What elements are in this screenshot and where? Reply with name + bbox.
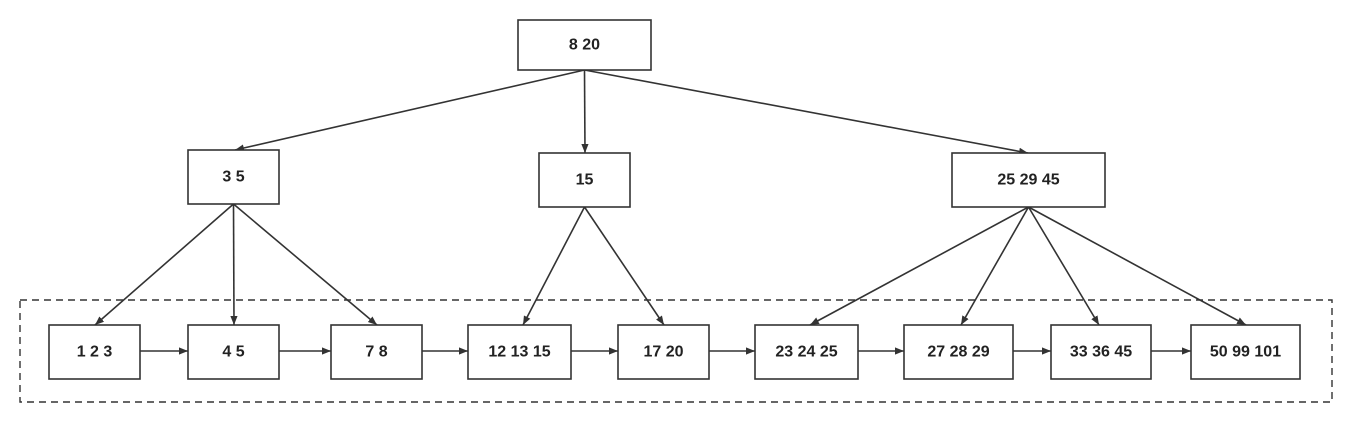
leaf-node-23-24-25-box (754, 324, 859, 380)
leaf-node-27-28-29-box (903, 324, 1014, 380)
tree-edge-n35-to-l45 (230, 203, 238, 326)
internal-node-25-29-45-label: 25 29 45 (997, 172, 1059, 189)
edges-layer (94, 69, 1247, 326)
leaf-node-27-28-29: 27 28 29 (903, 324, 1014, 380)
leaf-node-1-2-3-label: 1 2 3 (77, 344, 113, 361)
tree-edge-n15-to-l121315 (522, 206, 586, 326)
leaf-node-50-99-101: 50 99 101 (1190, 324, 1301, 380)
leaf-node-4-5: 4 5 (187, 324, 280, 380)
leaf-node-33-36-45: 33 36 45 (1050, 324, 1152, 380)
leaf-node-7-8: 7 8 (330, 324, 423, 380)
tree-edge-n252945-to-l272829 (960, 206, 1030, 326)
leaf-node-1-2-3: 1 2 3 (48, 324, 141, 380)
internal-node-3-5-label: 3 5 (222, 169, 244, 186)
leaf-node-33-36-45-label: 33 36 45 (1070, 344, 1132, 361)
tree-edge-root-to-n35 (234, 69, 585, 152)
tree-edge-n35-to-l78 (232, 203, 378, 326)
root-node-label: 8 20 (569, 37, 600, 54)
internal-node-25-29-45: 25 29 45 (951, 152, 1106, 208)
leaf-node-1-2-3-box (48, 324, 141, 380)
leaf-node-17-20-label: 17 20 (643, 344, 683, 361)
leaf-node-17-20: 17 20 (617, 324, 710, 380)
tree-edge-n252945-to-l5099101 (1028, 206, 1247, 326)
internal-node-15: 15 (538, 152, 631, 208)
internal-node-15-box (538, 152, 631, 208)
leaf-node-33-36-45-box (1050, 324, 1152, 380)
leaf-node-27-28-29-label: 27 28 29 (927, 344, 989, 361)
leaf-node-50-99-101-box (1190, 324, 1301, 380)
internal-node-3-5-box (187, 149, 280, 205)
leaf-node-23-24-25: 23 24 25 (754, 324, 859, 380)
tree-edge-n252945-to-l232425 (809, 206, 1029, 326)
tree-edge-n35-to-l123 (94, 203, 235, 326)
leaf-node-7-8-label: 7 8 (365, 344, 387, 361)
leaf-node-50-99-101-label: 50 99 101 (1210, 344, 1281, 361)
leaf-node-4-5-label: 4 5 (222, 344, 244, 361)
tree-edge-n15-to-l1720 (583, 206, 665, 326)
leaf-node-7-8-box (330, 324, 423, 380)
leaf-level-region (19, 299, 1333, 403)
leaf-node-4-5-box (187, 324, 280, 380)
leaf-node-12-13-15: 12 13 15 (467, 324, 572, 380)
leaf-node-12-13-15-box (467, 324, 572, 380)
leaf-node-12-13-15-label: 12 13 15 (488, 344, 550, 361)
leaf-node-23-24-25-label: 23 24 25 (775, 344, 837, 361)
internal-node-15-label: 15 (576, 172, 594, 189)
leaf-node-17-20-box (617, 324, 710, 380)
internal-node-25-29-45-box (951, 152, 1106, 208)
root-node-box (517, 19, 652, 71)
root-node: 8 20 (517, 19, 652, 71)
internal-node-3-5: 3 5 (187, 149, 280, 205)
tree-edge-n252945-to-l333645 (1027, 206, 1100, 326)
tree-edge-root-to-n15 (581, 69, 589, 154)
tree-edge-root-to-n252945 (584, 69, 1029, 155)
